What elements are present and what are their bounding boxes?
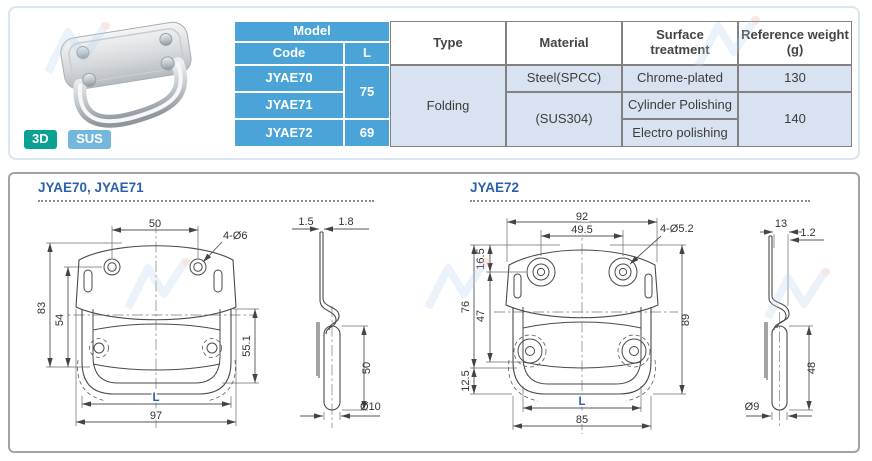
dim-height-inner: 54 bbox=[54, 314, 66, 326]
dim-thickness: 1.2 bbox=[800, 227, 815, 239]
dim-hole-spacing: 49.5 bbox=[571, 224, 592, 236]
dim-hook-width: 13 bbox=[775, 218, 787, 230]
dim-hole-spacing: 50 bbox=[149, 218, 161, 230]
cell-code-jyae70: JYAE70 bbox=[234, 65, 344, 92]
cell-type-folding: Folding bbox=[390, 65, 506, 147]
spec-table: Model Type Material Surface treatment Re… bbox=[234, 21, 852, 147]
dim-grip-to-bottom: 12.5 bbox=[460, 370, 472, 391]
badge-sus: SUS bbox=[68, 130, 111, 149]
table-row: JYAE72 69 Electro polishing bbox=[234, 119, 852, 147]
dim-height-handle: 55.1 bbox=[241, 335, 253, 356]
header-material: Material bbox=[506, 21, 622, 65]
dim-hole-callout: 4-Ø6 bbox=[223, 230, 247, 242]
badge-3d[interactable]: 3D bbox=[24, 130, 57, 149]
cell-code-jyae72: JYAE72 bbox=[234, 119, 344, 147]
product-summary-card: 3D SUS Model Type Material Surface treat… bbox=[8, 6, 860, 160]
drawing-side-jyae72: 13 1.2 48 Ø9 bbox=[745, 218, 824, 428]
dim-width-outer: 85 bbox=[576, 414, 588, 426]
cell-l-69: 69 bbox=[344, 119, 390, 147]
cell-code-jyae71: JYAE71 bbox=[234, 92, 344, 119]
table-row: Model Type Material Surface treatment Re… bbox=[234, 21, 852, 65]
dim-height-overall: 89 bbox=[680, 314, 692, 326]
dim-height-overall: 83 bbox=[36, 302, 48, 314]
table-row: JYAE71 (SUS304) Cylinder Polishing 140 bbox=[234, 92, 852, 147]
dim-width-handle-L: L bbox=[578, 396, 585, 408]
cell-surface-cylinder: Cylinder Polishing bbox=[622, 92, 738, 119]
drawing-side-jyae70: 1.5 1.8 50 Ø10 bbox=[292, 216, 381, 428]
dim-width-handle-L: L bbox=[152, 392, 159, 404]
dim-hole-to-grip: 47 bbox=[475, 310, 487, 322]
cell-l-75: 75 bbox=[344, 65, 390, 119]
product-photo bbox=[60, 21, 192, 128]
cell-surface-chrome: Chrome-plated bbox=[622, 65, 738, 92]
cell-weight-140: 140 bbox=[738, 92, 852, 147]
cell-material-spcc: Steel(SPCC) bbox=[506, 65, 622, 92]
dim-height-plate: 76 bbox=[460, 301, 472, 313]
handle-illustration bbox=[60, 21, 192, 128]
drawing-front-jyae72: 92 49.5 4-Ø5.2 16.5 47 76 12.5 89 L bbox=[460, 212, 695, 434]
header-model: Model bbox=[234, 21, 390, 42]
dim-thickness-plate: 1.5 bbox=[298, 216, 313, 228]
dim-width-overall: 97 bbox=[150, 410, 162, 422]
drawing-title-right: JYAE72 bbox=[470, 180, 520, 195]
cell-material-sus304: (SUS304) bbox=[506, 92, 622, 147]
header-surface-treatment: Surface treatment bbox=[622, 21, 738, 65]
dim-hole-callout: 4-Ø5.2 bbox=[660, 223, 694, 235]
dim-top-to-hole: 16.5 bbox=[475, 248, 487, 269]
drawing-front-jyae70: 50 4-Ø6 83 54 55.1 L 97 bbox=[36, 218, 259, 430]
dim-grip-diameter: Ø9 bbox=[745, 401, 760, 413]
dotted-rule bbox=[470, 200, 810, 202]
dim-thickness-handle: 1.8 bbox=[338, 216, 353, 228]
dim-grip-drop: 50 bbox=[361, 362, 373, 374]
table-row: JYAE70 75 Folding Steel(SPCC) Chrome-pla… bbox=[234, 65, 852, 147]
dim-width-overall: 92 bbox=[576, 212, 588, 223]
cell-surface-electro: Electro polishing bbox=[622, 119, 738, 147]
drawing-title-left: JYAE70, JYAE71 bbox=[38, 180, 144, 195]
dim-grip-drop: 48 bbox=[806, 362, 818, 374]
table-row: Code L bbox=[234, 42, 852, 65]
technical-drawings-card: JYAE70, JYAE71 JYAE72 50 4-Ø6 bbox=[8, 172, 860, 453]
header-code: Code bbox=[234, 42, 344, 65]
header-l: L bbox=[344, 42, 390, 65]
header-type: Type bbox=[390, 21, 506, 65]
cell-weight-130: 130 bbox=[738, 65, 852, 92]
dim-grip-diameter: Ø10 bbox=[360, 401, 381, 413]
dotted-rule bbox=[38, 200, 374, 202]
header-reference-weight: Reference weight (g) bbox=[738, 21, 852, 65]
badge-row: 3D SUS bbox=[24, 130, 118, 149]
